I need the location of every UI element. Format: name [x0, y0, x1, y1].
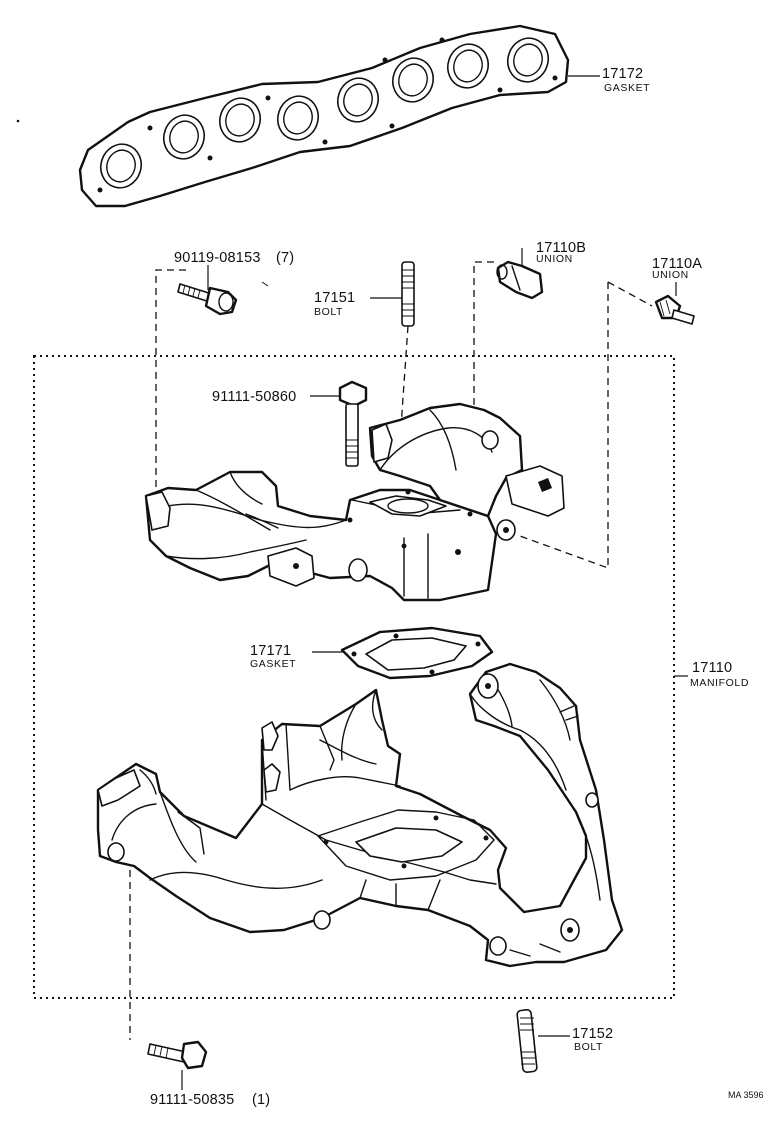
label-17110A-number: 17110A [652, 256, 702, 272]
label-91111-50860-number: 91111-50860 [212, 389, 296, 405]
label-17171-number: 17171 [250, 643, 291, 659]
label-90119-08153-qty: (7) [276, 250, 294, 266]
bolt-91111-50860-drawing [338, 380, 368, 467]
gasket-17172-drawing [78, 24, 570, 208]
bolt-90119-08153-drawing [177, 283, 238, 316]
speck [16, 119, 20, 123]
tick-mark [261, 281, 269, 287]
bolt-91111-50835-drawing [147, 1040, 208, 1070]
union-17110A-drawing [654, 294, 695, 325]
label-17110-number: 17110 [692, 660, 732, 676]
stud-17152-drawing [516, 1009, 538, 1073]
label-17110-name: MANIFOLD [690, 677, 749, 689]
label-91111-50835-number: 91111-50835 [150, 1092, 234, 1108]
label-17152-number: 17152 [572, 1026, 613, 1042]
label-17152-name: BOLT [574, 1041, 603, 1053]
union-17110B-drawing [496, 260, 544, 300]
label-17172-name: GASKET [604, 82, 650, 94]
gasket-17171-drawing [340, 626, 494, 680]
label-17110B-number: 17110B [536, 240, 586, 256]
label-17172-number: 17172 [602, 66, 643, 82]
stud-17151-drawing [401, 261, 415, 327]
intake-manifold-drawing [144, 402, 565, 602]
exhaust-manifold-drawing [96, 662, 624, 968]
manifold-assembly-frame [33, 355, 675, 999]
label-17110B-name: UNION [536, 253, 573, 265]
label-91111-50835-qty: (1) [252, 1092, 270, 1108]
label-17151-number: 17151 [314, 290, 355, 306]
label-17151-name: BOLT [314, 306, 343, 318]
label-17110A-name: UNION [652, 269, 689, 281]
label-90119-08153-number: 90119-08153 [174, 250, 261, 266]
figure-reference: MA 3596 [728, 1090, 764, 1100]
label-17171-name: GASKET [250, 658, 296, 670]
